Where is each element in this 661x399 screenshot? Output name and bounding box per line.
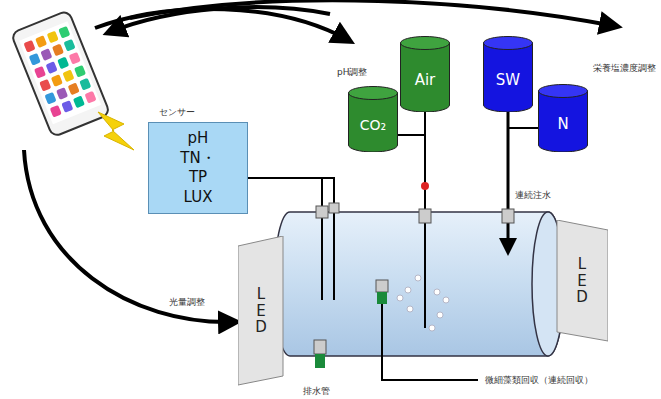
app-icon — [74, 65, 86, 78]
co2-cylinder: CO₂ — [348, 86, 398, 152]
app-icon — [79, 78, 91, 91]
culture-tank — [274, 212, 564, 356]
control-arrow — [130, 0, 615, 26]
wireless-bolt — [98, 112, 134, 150]
cylinder-body — [349, 93, 398, 152]
led-label: LED — [254, 286, 269, 336]
annotation: 栄養塩濃度調整 — [592, 62, 657, 75]
app-icon — [62, 70, 74, 83]
tank-label: CO₂ — [360, 117, 386, 133]
cylinder-top — [401, 37, 450, 50]
fitting — [376, 280, 388, 292]
app-icon — [57, 57, 69, 70]
panel-face — [238, 236, 283, 385]
cylinder-top — [484, 37, 533, 50]
sw-cylinder: SW — [483, 36, 533, 112]
drain-valve — [315, 354, 325, 368]
co2-pipe — [398, 134, 425, 136]
led-label: LED — [575, 256, 590, 306]
bubbles — [397, 275, 449, 331]
app-icon — [29, 53, 41, 66]
annotation: 微細藻類回収（連続回収） — [484, 374, 594, 387]
app-icon — [64, 39, 76, 52]
app-icon — [84, 91, 96, 104]
app-icon — [23, 40, 35, 53]
app-icon — [34, 66, 46, 79]
tank-label: Air — [415, 71, 436, 89]
cylinder-top — [539, 85, 588, 98]
app-icon — [44, 92, 56, 105]
app-icon — [56, 87, 68, 100]
n-pipe — [508, 127, 538, 129]
cylinder-body — [484, 43, 533, 112]
tank-label: SW — [496, 71, 520, 89]
control-arrow — [110, 7, 330, 32]
annotation: 光量調整 — [168, 296, 206, 309]
fitting — [314, 340, 326, 354]
app-icon — [46, 61, 58, 74]
app-icon — [69, 52, 81, 65]
fitting — [419, 209, 431, 223]
app-icon — [73, 96, 85, 109]
cylinder-body — [539, 91, 588, 152]
sensor-box: センサーpH TN・TP LUX — [148, 122, 248, 214]
sensor-cable — [321, 178, 323, 300]
app-icon — [50, 105, 62, 118]
annotation: 連続注水 — [514, 189, 552, 202]
panel-face — [557, 220, 608, 341]
app-icon — [61, 100, 73, 113]
box-heading: センサー — [159, 106, 195, 119]
cylinder-top — [349, 87, 398, 100]
led-panel: LED — [238, 236, 284, 386]
app-icon — [40, 48, 52, 61]
app-icon — [52, 44, 64, 57]
fitting — [502, 209, 514, 223]
fitting — [329, 203, 339, 213]
n-cylinder: N — [538, 84, 588, 152]
harvest-pipe — [382, 300, 478, 380]
app-icon — [51, 74, 63, 87]
app-icon — [35, 35, 47, 48]
water-pipe — [507, 110, 510, 250]
smartphone — [11, 10, 110, 137]
tank-label: N — [557, 115, 568, 133]
app-icon — [47, 31, 59, 44]
annotation: pH調整 — [336, 66, 368, 79]
sensor-list: pH TN・TP LUX — [180, 129, 215, 207]
air-cylinder: Air — [400, 36, 450, 112]
app-icon — [58, 26, 70, 39]
cylinder-body — [401, 43, 450, 112]
valve — [421, 182, 429, 190]
app-icon — [39, 79, 51, 92]
valve — [377, 292, 387, 304]
annotation: 排水管 — [302, 385, 331, 398]
app-icon — [68, 83, 80, 96]
fitting — [316, 206, 328, 218]
led-panel: LED — [556, 220, 608, 342]
